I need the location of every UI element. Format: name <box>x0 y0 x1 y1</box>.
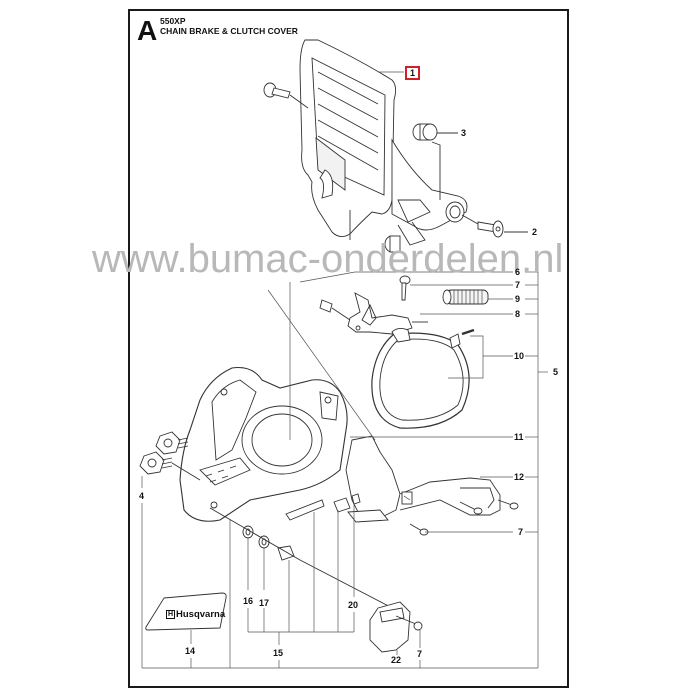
part-bushing[interactable] <box>412 123 458 200</box>
part-pivot-screw[interactable] <box>461 214 528 238</box>
callout-7-upper[interactable]: 7 <box>515 280 521 290</box>
part-lever-screw[interactable] <box>399 275 411 301</box>
part-handle-screw[interactable] <box>263 82 309 109</box>
callout-12[interactable]: 12 <box>514 472 525 482</box>
callout-8[interactable]: 8 <box>515 309 521 319</box>
part-brake-band[interactable] <box>371 327 475 429</box>
part-washers-and-shaft[interactable] <box>209 493 401 613</box>
callout-11[interactable]: 11 <box>514 432 524 442</box>
crown-h-icon: H <box>166 609 175 619</box>
callout-7-middle[interactable]: 7 <box>518 527 524 537</box>
model-number: 550XP <box>160 16 186 26</box>
part-catcher-screws[interactable] <box>409 499 519 536</box>
callout-22[interactable]: 22 <box>391 655 402 665</box>
callout-5[interactable]: 5 <box>553 367 559 377</box>
callout-17[interactable]: 17 <box>259 598 270 608</box>
part-clutch-cover[interactable] <box>179 366 348 522</box>
part-small-pin[interactable] <box>319 299 351 321</box>
part-lower-cover[interactable] <box>369 601 423 653</box>
callout-2[interactable]: 2 <box>532 227 538 237</box>
part-brake-lever[interactable] <box>347 292 428 335</box>
callout-9[interactable]: 9 <box>515 294 521 304</box>
part-brake-spring[interactable] <box>442 289 489 305</box>
part-bar-nut[interactable] <box>139 431 201 481</box>
brand-name: Husqvarna <box>176 609 226 620</box>
callout-3[interactable]: 3 <box>461 128 467 138</box>
part-chain-catcher[interactable] <box>345 435 501 523</box>
leader-lines <box>141 71 548 669</box>
diagram-header: 550XP CHAIN BRAKE & CLUTCH COVER <box>160 16 298 36</box>
section-letter: A <box>137 15 158 46</box>
callout-20[interactable]: 20 <box>348 600 359 610</box>
part-lower-bushing[interactable] <box>349 210 401 253</box>
part-chain-brake-handle[interactable] <box>299 39 468 246</box>
callout-10[interactable]: 10 <box>514 351 525 361</box>
callout-1[interactable]: 1 <box>405 66 421 80</box>
callout-4[interactable]: 4 <box>139 491 145 501</box>
callout-6[interactable]: 6 <box>515 267 521 277</box>
diagram-title: CHAIN BRAKE & CLUTCH COVER <box>160 25 298 36</box>
callout-14[interactable]: 14 <box>185 646 196 656</box>
callout-15[interactable]: 15 <box>273 648 284 658</box>
diagram-frame <box>128 9 569 688</box>
callout-7-lower[interactable]: 7 <box>417 649 423 659</box>
part-decal[interactable] <box>145 592 227 631</box>
callout-16[interactable]: 16 <box>243 596 254 606</box>
watermark: www.bumac-onderdelen.nl <box>92 237 564 281</box>
